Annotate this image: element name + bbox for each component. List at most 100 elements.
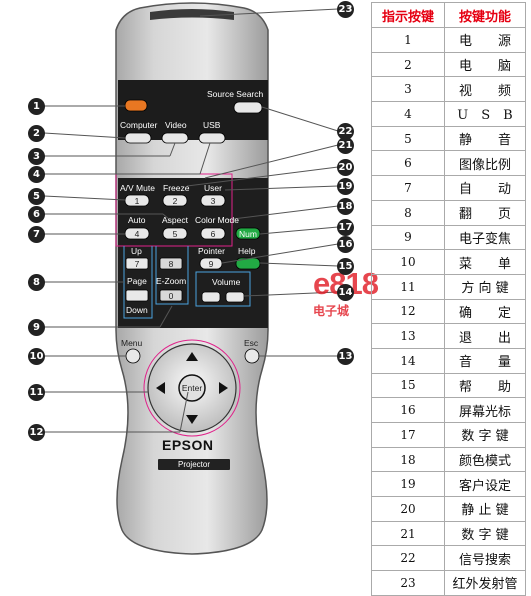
key-number: 12 <box>371 298 445 325</box>
key-function: 视 频 <box>444 76 526 103</box>
key-9 <box>199 257 223 270</box>
menu-label: Menu <box>121 338 143 348</box>
key-function: U S B <box>444 101 526 127</box>
key-0-label: 0 <box>168 291 174 301</box>
key-function: 翻 页 <box>444 199 526 226</box>
callout-8: 8 <box>28 274 45 291</box>
key-9-label: 9 <box>208 259 214 269</box>
page-up-label: Up <box>131 246 142 256</box>
key-number: 17 <box>371 422 445 448</box>
key-function: 颜色模式 <box>444 446 526 473</box>
callout-10: 10 <box>28 348 45 365</box>
watermark-suffix: 电子城 <box>313 304 350 318</box>
volume-down-button <box>201 291 221 303</box>
header-key: 指示按键 <box>371 2 445 28</box>
callout-3: 3 <box>28 148 45 165</box>
key-number: 15 <box>371 372 445 399</box>
key-6-label: 6 <box>210 229 216 239</box>
computer-label: Computer <box>120 120 158 130</box>
key-function: 屏幕光标 <box>444 397 526 423</box>
source-search-label: Source Search <box>207 89 264 99</box>
volume-up-button <box>225 291 245 303</box>
key-function: 数 字 键 <box>444 422 526 448</box>
key-number: 6 <box>371 150 445 177</box>
key-function: 帮 助 <box>444 372 526 399</box>
key-5 <box>162 227 188 240</box>
page-down-button <box>125 289 149 302</box>
page-label: Page <box>127 276 147 286</box>
key-function: 电 脑 <box>444 51 526 78</box>
auto-label: Auto <box>128 215 146 225</box>
color-mode-label: Color Mode <box>195 215 239 225</box>
callout-13: 13 <box>337 348 354 365</box>
source-search-button <box>233 101 263 114</box>
key-number: 3 <box>371 76 445 103</box>
enter-button <box>178 374 206 402</box>
key-number: 23 <box>371 570 445 596</box>
key-4-label: 4 <box>134 229 140 239</box>
callout-23: 23 <box>337 1 354 18</box>
key-number: 11 <box>371 273 445 300</box>
usb-label: USB <box>203 120 221 130</box>
callout-12: 12 <box>28 424 45 441</box>
aspect-label: Aspect <box>162 215 188 225</box>
key-function: 自 动 <box>444 175 526 201</box>
table-header-row: 指示按键 按键功能 <box>371 2 526 28</box>
key-5-label: 5 <box>172 229 178 239</box>
callout-17: 17 <box>337 219 354 236</box>
key-function: 红外发射管 <box>444 570 526 596</box>
key-function: 数 字 键 <box>444 520 526 547</box>
key-3 <box>200 194 226 207</box>
usb-button <box>198 132 226 144</box>
key-function: 退 出 <box>444 323 526 349</box>
callout-21: 21 <box>337 137 354 154</box>
key-function: 客户设定 <box>444 471 526 498</box>
key-function: 确 定 <box>444 298 526 325</box>
key-function: 电 源 <box>444 27 526 53</box>
key-1-label: 1 <box>134 196 140 206</box>
callout-20: 20 <box>337 159 354 176</box>
ezoom-label: E-Zoom <box>156 276 187 286</box>
key-number: 14 <box>371 347 445 374</box>
key-number: 18 <box>371 446 445 473</box>
callout-16: 16 <box>337 236 354 253</box>
key-number: 16 <box>371 397 445 423</box>
key-number: 8 <box>371 199 445 226</box>
model-tag: Projector <box>158 459 230 470</box>
key-6 <box>200 227 226 240</box>
callout-14: 14 <box>337 284 354 301</box>
arrow-left-icon <box>156 382 165 394</box>
key-function: 菜 单 <box>444 249 526 275</box>
key-function: 静 音 <box>444 125 526 152</box>
brand-logo: EPSON <box>162 437 214 453</box>
remote-drawing <box>43 2 339 555</box>
callout-19: 19 <box>337 178 354 195</box>
callout-11: 11 <box>28 384 45 401</box>
user-label: User <box>204 183 222 193</box>
ir-window <box>150 9 234 20</box>
key-7 <box>125 257 149 270</box>
key-number: 1 <box>371 27 445 53</box>
key-8 <box>159 257 183 270</box>
av-mute-label: A/V Mute <box>120 183 155 193</box>
esc-label: Esc <box>244 338 259 348</box>
remote-diagram: Source Search Computer Video USB A/V Mut… <box>28 1 379 555</box>
computer-button <box>124 132 152 144</box>
callout-18: 18 <box>337 198 354 215</box>
callout-22: 22 <box>337 123 354 140</box>
